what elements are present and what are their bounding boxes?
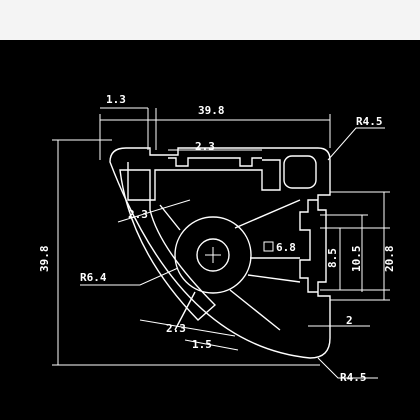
core-web-upper	[159, 199, 301, 231]
center-cross-mark	[205, 247, 221, 263]
dim-fillet: R6.4	[80, 271, 107, 284]
square-core-symbol	[263, 241, 274, 252]
core-web-right	[247, 257, 301, 283]
corner-pocket	[283, 155, 317, 189]
profile-outer-outline	[109, 147, 331, 359]
dim-lip: 1.5	[192, 338, 212, 351]
dim-right-wall: 2	[346, 314, 353, 327]
center-core-outer	[174, 216, 252, 294]
dim-corner-radius-top: R4.5	[356, 115, 383, 128]
left-curved-pocket	[119, 169, 217, 321]
dim-slot-outer: 20.8	[383, 246, 396, 273]
dim-wall-lower: 2.3	[166, 322, 186, 335]
right-slot-channel	[299, 199, 318, 293]
center-core-bore	[196, 238, 230, 272]
top-header-strip	[0, 0, 420, 40]
dim-top-slot: 1.3	[106, 93, 126, 106]
dim-square-core: 6.8	[276, 241, 296, 254]
top-slot-channel	[168, 157, 262, 167]
dim-wall-upper-left: 2.3	[128, 208, 148, 221]
top-slot-inner	[127, 159, 281, 201]
core-web-lower	[174, 289, 281, 331]
dim-corner-radius-bottom: R4.5	[340, 371, 367, 384]
dim-slot-inner: 8.5	[326, 248, 339, 268]
dim-height: 39.8	[38, 246, 51, 273]
dim-wall-top: 2.3	[195, 140, 215, 153]
dim-width: 39.8	[198, 104, 225, 117]
dim-slot-mid: 10.5	[350, 246, 363, 273]
